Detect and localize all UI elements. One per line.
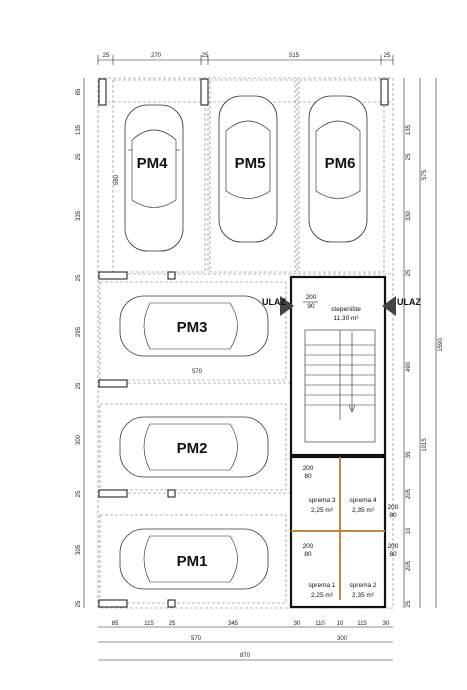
s4-door-height: 80 — [389, 512, 397, 519]
s3-door-width: 200 — [303, 465, 314, 472]
storage-1-name: sprema 1 — [308, 582, 335, 589]
storage-block — [289, 455, 387, 609]
entrance-label-left: ULAZ — [262, 297, 286, 307]
dim-top-3: 25 — [202, 53, 209, 59]
svg-text:10: 10 — [406, 527, 412, 534]
stair-name: stepenište — [331, 306, 361, 313]
svg-text:85: 85 — [76, 88, 82, 95]
parking-label-pm6: PM6 — [325, 155, 356, 172]
parking-label-pm4: PM4 — [137, 155, 169, 172]
storage-3-area: 2,25 m² — [311, 507, 334, 514]
svg-text:300: 300 — [76, 434, 82, 445]
car-pm1 — [119, 528, 269, 590]
bay-pm1 — [99, 514, 287, 604]
parking-label-pm3: PM3 — [177, 319, 208, 336]
svg-text:25: 25 — [169, 621, 176, 627]
s2-door-width: 200 — [388, 543, 399, 550]
dim-right-total: 1590 — [438, 338, 444, 352]
svg-text:35: 35 — [406, 451, 412, 458]
stair-door-width: 200 — [306, 294, 317, 301]
car-pm4 — [124, 104, 184, 252]
bay-pm6 — [298, 79, 385, 273]
dim-bottom-total: 870 — [240, 653, 251, 659]
svg-text:345: 345 — [228, 621, 239, 627]
dim-right-575: 575 — [422, 169, 428, 180]
svg-text:205: 205 — [406, 488, 412, 499]
svg-text:25: 25 — [76, 600, 82, 607]
dim-bottom-570: 570 — [191, 636, 202, 642]
storage-2-name: sprema 2 — [349, 582, 376, 589]
svg-text:115: 115 — [357, 621, 367, 627]
dim-right-1015: 1015 — [422, 438, 428, 452]
car-pm6 — [308, 95, 368, 243]
bay-pm5 — [209, 79, 296, 273]
s1-door-width: 200 — [303, 543, 314, 550]
svg-text:330: 330 — [406, 210, 412, 221]
svg-text:30: 30 — [383, 621, 390, 627]
dim-car-length: 570 — [192, 369, 203, 375]
s1-door-height: 80 — [304, 551, 312, 558]
storage-4-name: sprema 4 — [349, 497, 376, 504]
s3-door-height: 80 — [304, 473, 312, 480]
top-dimensions — [97, 55, 394, 65]
svg-text:25: 25 — [76, 382, 82, 389]
bay-pm3 — [99, 281, 287, 381]
left-dimensions: 85 135 25 335 25 295 25 300 25 305 25 — [76, 88, 82, 607]
storage-1-area: 2,25 m² — [311, 592, 334, 599]
car-pm2 — [119, 416, 269, 478]
bottom-dimensions-1: 85 115 25 345 30 110 10 115 30 — [112, 621, 390, 627]
svg-text:115: 115 — [144, 621, 154, 627]
svg-text:135: 135 — [76, 124, 82, 135]
car-pm5 — [218, 95, 278, 243]
bay-pm4 — [112, 79, 206, 273]
storage-2-area: 2,35 m² — [352, 592, 375, 599]
svg-text:295: 295 — [76, 326, 82, 337]
svg-text:335: 335 — [76, 210, 82, 221]
stair-area: 11,30 m² — [333, 315, 359, 322]
svg-text:25: 25 — [406, 153, 412, 160]
storage-4-area: 2,35 m² — [352, 507, 375, 514]
svg-text:25: 25 — [76, 274, 82, 281]
svg-text:135: 135 — [406, 124, 412, 135]
building-outline — [97, 77, 394, 609]
svg-text:305: 305 — [76, 544, 82, 555]
dim-top-5: 25 — [384, 53, 391, 59]
svg-text:10: 10 — [337, 621, 344, 627]
parking-label-pm1: PM1 — [177, 553, 208, 570]
entrance-arrow-left-icon — [280, 296, 294, 316]
svg-text:85: 85 — [112, 621, 119, 627]
svg-text:25: 25 — [406, 600, 412, 607]
stair-door-height: 90 — [307, 303, 315, 310]
dim-car-depth: 580 — [114, 174, 120, 185]
svg-text:110: 110 — [315, 621, 325, 627]
entrance-arrow-right-icon — [382, 296, 396, 316]
dim-top-2: 270 — [151, 53, 162, 59]
storage-3-name: spremа 3 — [308, 497, 335, 504]
svg-text:25: 25 — [76, 153, 82, 160]
right-inner-dimensions: 135 25 330 25 490 35 205 10 205 25 — [406, 124, 412, 607]
svg-text:30: 30 — [294, 621, 301, 627]
stair-core — [289, 275, 387, 457]
dim-top-1: 25 — [103, 53, 110, 59]
s4-door-width: 200 — [388, 504, 399, 511]
s2-door-height: 80 — [389, 551, 397, 558]
svg-text:25: 25 — [406, 269, 412, 276]
parking-label-pm2: PM2 — [177, 440, 208, 457]
svg-text:25: 25 — [76, 490, 82, 497]
dim-bottom-300: 300 — [337, 636, 348, 642]
parking-label-pm5: PM5 — [235, 155, 266, 172]
entrance-label-right: ULAZ — [397, 297, 421, 307]
svg-text:490: 490 — [406, 361, 412, 372]
dim-top-4: 515 — [289, 53, 300, 59]
svg-text:205: 205 — [406, 560, 412, 571]
bay-pm2 — [99, 403, 287, 491]
car-pm3 — [119, 295, 269, 357]
columns — [98, 78, 389, 608]
